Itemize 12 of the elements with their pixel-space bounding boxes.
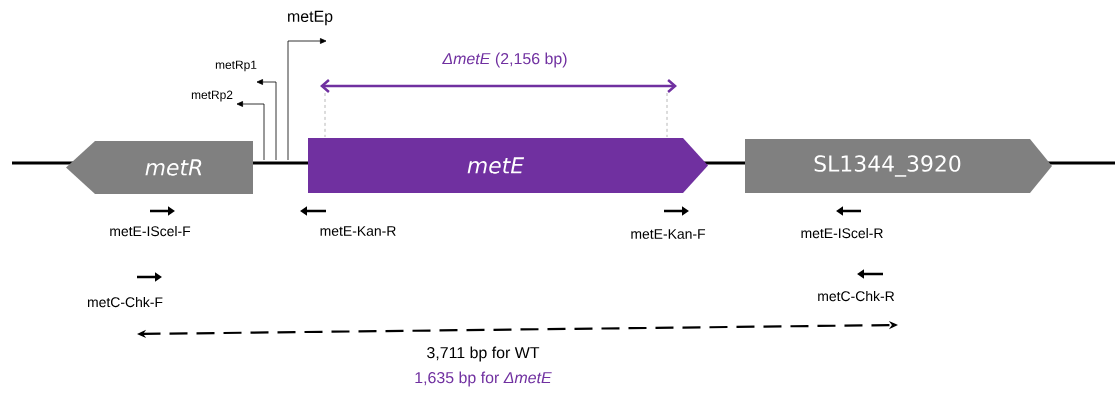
promoter-label: metEp xyxy=(288,10,333,26)
primer-label: metE-IScel-R xyxy=(801,227,883,239)
primer-label: metC-Chk-F xyxy=(87,296,163,308)
product-size-label: 1,635 bp for ΔmetE xyxy=(415,371,552,387)
deletion-label: ΔmetE (2,156 bp) xyxy=(442,52,567,68)
primer-label: metC-Chk-R xyxy=(818,290,895,302)
promoter-label: metRp2 xyxy=(191,90,233,102)
product-size-label: 3,711 bp for WT xyxy=(427,346,540,362)
primer-label: metE-Kan-R xyxy=(320,226,396,236)
promoter-label: metRp1 xyxy=(215,60,257,72)
primer-label: metE-Kan-F xyxy=(631,229,706,239)
primer-label: metE-IScel-F xyxy=(110,225,191,237)
